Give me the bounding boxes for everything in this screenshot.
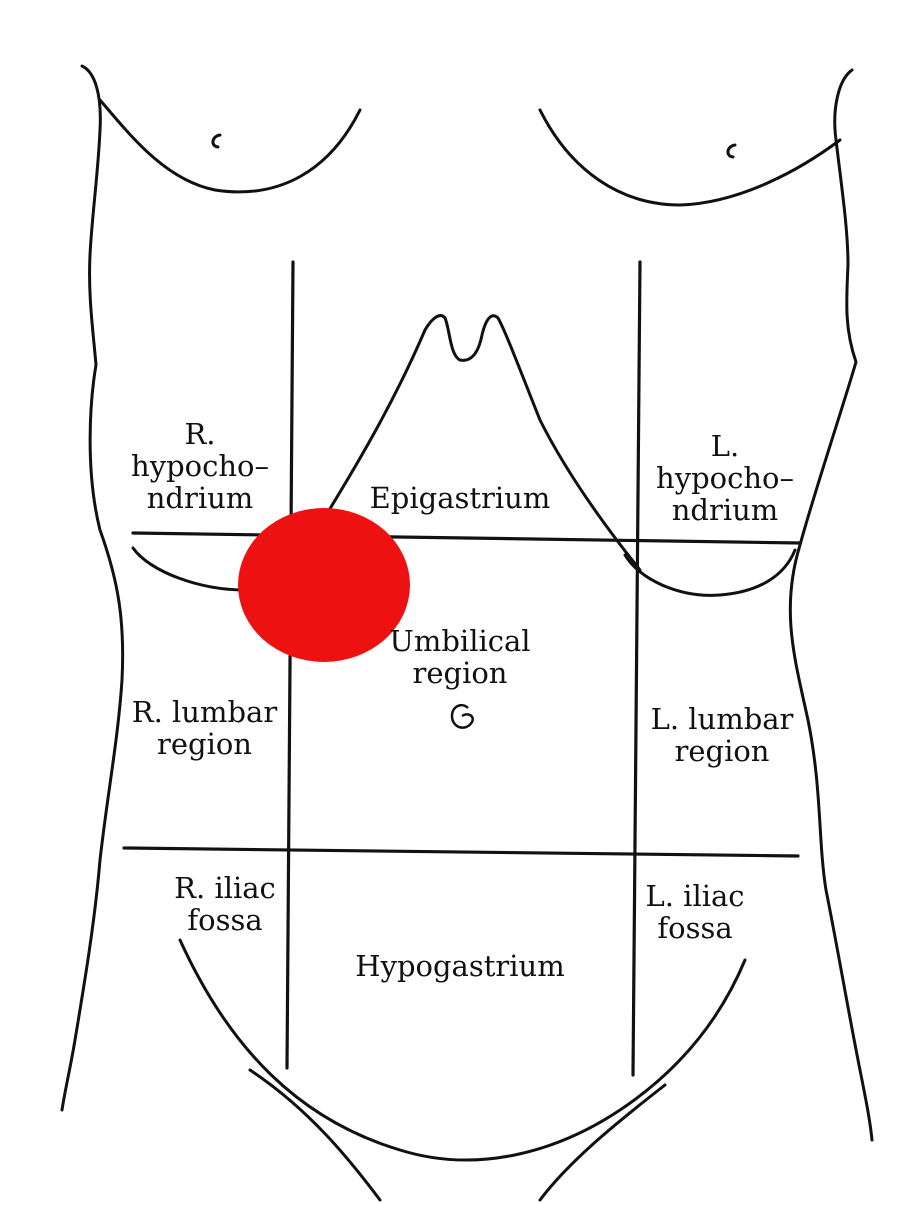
left-pectoral-curve	[100, 100, 360, 192]
umbilicus-icon	[452, 705, 473, 727]
label-l-lumbar: L. lumbar region	[637, 703, 807, 767]
label-r-hypochondrium: R. hypocho– ndrium	[110, 418, 290, 514]
label-umbilical: Umbilical region	[375, 625, 545, 689]
left-midclavicular-line	[633, 262, 640, 1075]
right-pectoral-curve	[540, 110, 840, 205]
label-r-iliac: R. iliac fossa	[150, 872, 300, 936]
label-hypogastrium: Hypogastrium	[340, 950, 580, 982]
label-r-lumbar: R. lumbar region	[122, 696, 287, 760]
right-costal-margin	[133, 548, 245, 590]
label-epigastrium: Epigastrium	[355, 482, 565, 514]
left-body-contour	[62, 66, 123, 1110]
transpyloric-line	[133, 533, 800, 543]
right-body-contour	[790, 70, 872, 1140]
left-costal-margin	[625, 550, 795, 595]
label-l-iliac: L. iliac fossa	[630, 880, 760, 944]
left-nipple	[213, 135, 220, 147]
transtubercular-line	[124, 848, 798, 856]
right-nipple	[728, 145, 735, 157]
label-l-hypochondrium: L. hypocho– ndrium	[640, 430, 810, 526]
right-midclavicular-line	[287, 262, 293, 1068]
